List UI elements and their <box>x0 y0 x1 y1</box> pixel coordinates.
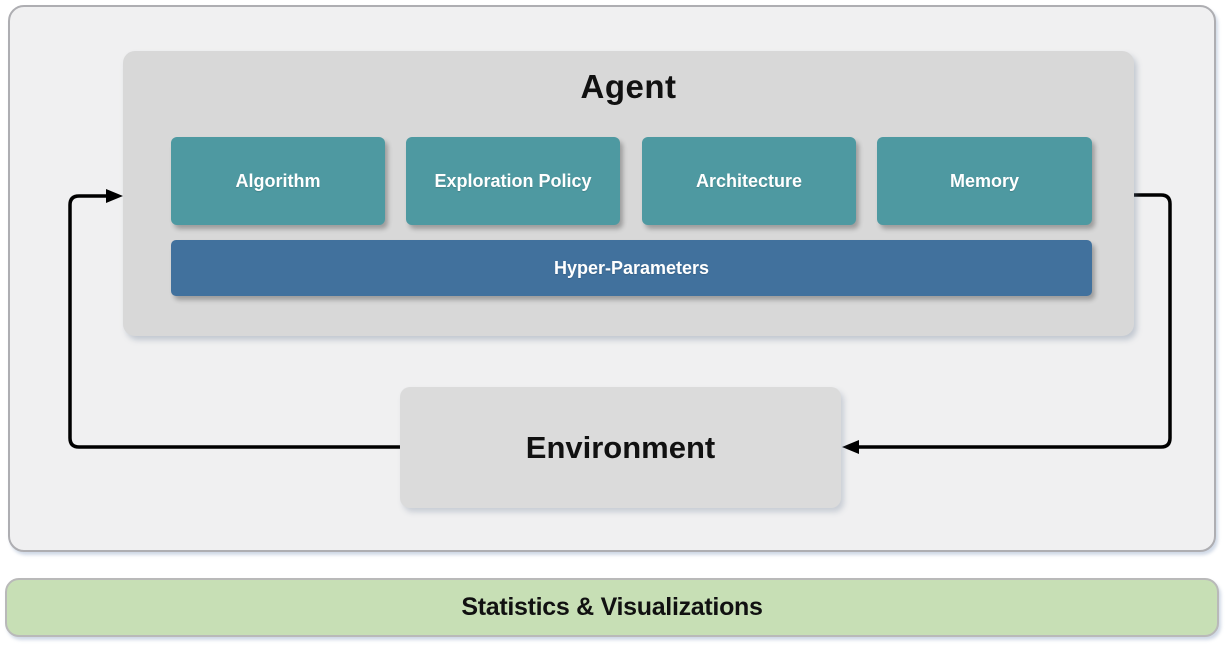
algorithm-label: Algorithm <box>235 170 321 191</box>
agent-component-exploration-policy: Exploration Policy <box>406 137 620 225</box>
hyper-parameters-bar: Hyper-Parameters <box>171 240 1092 296</box>
environment-box: Environment <box>400 387 841 508</box>
agent-component-architecture: Architecture <box>642 137 856 225</box>
statistics-visualizations-bar: Statistics & Visualizations <box>5 578 1219 637</box>
agent-component-algorithm: Algorithm <box>171 137 385 225</box>
agent-title: Agent <box>580 68 677 105</box>
architecture-label: Architecture <box>695 170 803 191</box>
agent-component-memory: Memory <box>877 137 1092 225</box>
memory-label: Memory <box>949 170 1020 191</box>
exploration-policy-label: Exploration Policy <box>434 170 592 191</box>
